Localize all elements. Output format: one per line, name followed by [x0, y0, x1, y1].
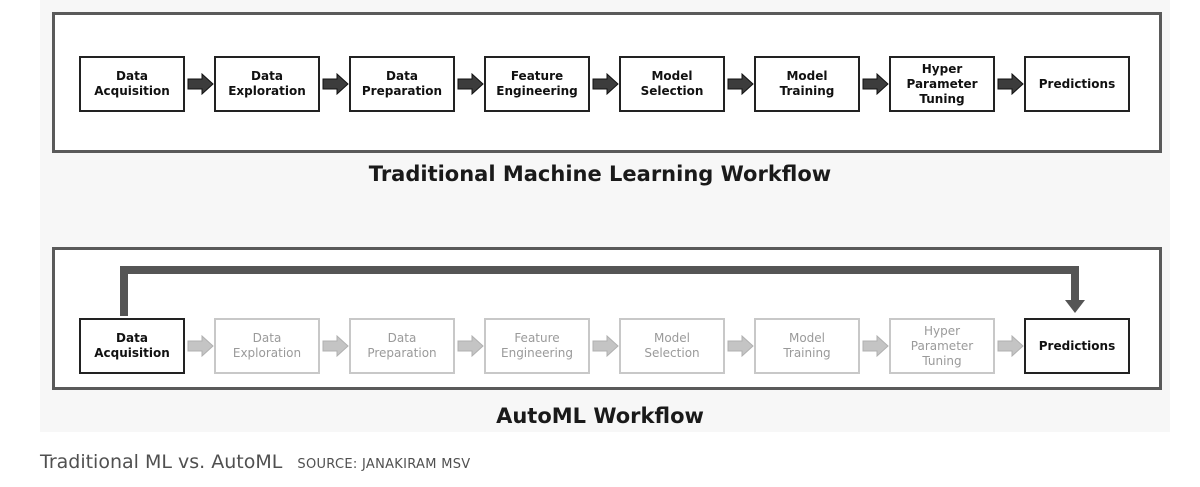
automl-skip-arrow [120, 266, 1085, 316]
automl-step-4: Model Selection [619, 318, 725, 374]
automl-step-5: Model Training [754, 318, 860, 374]
automl-arrow-6 [997, 335, 1024, 357]
traditional-step-4: Model Selection [619, 56, 725, 112]
figure-footer: Traditional ML vs. AutoML SOURCE: JANAKI… [40, 451, 470, 473]
traditional-step-3: Feature Engineering [484, 56, 590, 112]
traditional-arrow-3 [592, 73, 619, 95]
automl-step-3: Feature Engineering [484, 318, 590, 374]
traditional-workflow-title: Traditional Machine Learning Workflow [368, 162, 832, 186]
automl-step-1: Data Exploration [214, 318, 320, 374]
traditional-step-7: Predictions [1024, 56, 1130, 112]
automl-arrow-3 [592, 335, 619, 357]
automl-arrow-5 [862, 335, 889, 357]
automl-steps-row: Data Acquisition Data Exploration Data Pre… [79, 318, 1139, 378]
automl-step-0: Data Acquisition [79, 318, 185, 374]
automl-arrow-1 [322, 335, 349, 357]
automl-step-7: Predictions [1024, 318, 1130, 374]
traditional-steps-row: Data Acquisition Data Exploration Data Pre… [79, 56, 1139, 116]
traditional-arrow-0 [187, 73, 214, 95]
automl-arrow-2 [457, 335, 484, 357]
traditional-arrow-2 [457, 73, 484, 95]
automl-workflow-title: AutoML Workflow [496, 404, 704, 428]
traditional-arrow-6 [997, 73, 1024, 95]
automl-arrow-0 [187, 335, 214, 357]
automl-step-2: Data Preparation [349, 318, 455, 374]
traditional-step-6: Hyper Parameter Tuning [889, 56, 995, 112]
traditional-workflow-panel: Data Acquisition Data Exploration Data Pre… [52, 12, 1162, 153]
traditional-arrow-5 [862, 73, 889, 95]
automl-arrow-4 [727, 335, 754, 357]
traditional-step-5: Model Training [754, 56, 860, 112]
automl-step-6: Hyper Parameter Tuning [889, 318, 995, 374]
traditional-step-2: Data Preparation [349, 56, 455, 112]
traditional-step-0: Data Acquisition [79, 56, 185, 112]
figure-caption: Traditional ML vs. AutoML [40, 451, 283, 473]
traditional-arrow-1 [322, 73, 349, 95]
traditional-arrow-4 [727, 73, 754, 95]
automl-workflow-panel: Data Acquisition Data Exploration Data Pre… [52, 247, 1162, 390]
traditional-step-1: Data Exploration [214, 56, 320, 112]
figure-source: SOURCE: JANAKIRAM MSV [297, 457, 471, 472]
